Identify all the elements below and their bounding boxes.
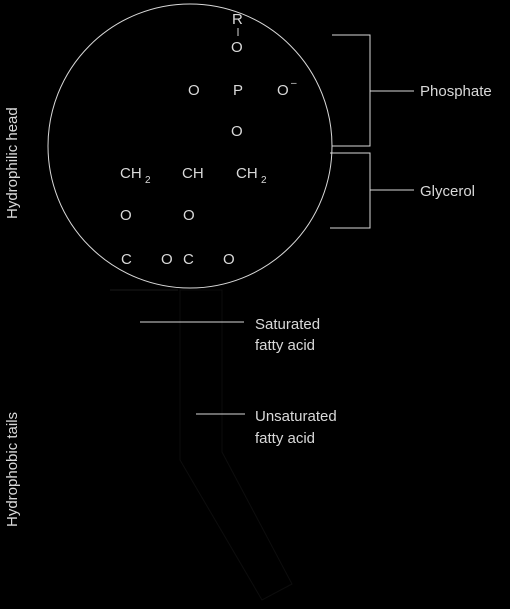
atom-o-left: O xyxy=(188,82,200,99)
atom-ch2-right-subscript: 2 xyxy=(261,175,267,186)
atom-o-below-p: O xyxy=(231,123,243,140)
atom-o-mid-ester: O xyxy=(183,207,195,224)
atom-ch2-left: CH xyxy=(120,165,142,182)
glycerol-label: Glycerol xyxy=(420,183,475,200)
hydrophilic-head-circle xyxy=(47,3,333,289)
atom-p: P xyxy=(233,82,243,99)
atom-ch2-right: CH xyxy=(236,165,258,182)
atom-o-top: O xyxy=(231,39,243,56)
atom-c-right: C xyxy=(183,251,194,268)
atom-o-minus: O xyxy=(277,82,289,99)
phosphate-label: Phosphate xyxy=(420,83,492,100)
atom-c-left: C xyxy=(121,251,132,268)
phosphate-bracket xyxy=(332,34,371,147)
saturated-fatty-acid-tail xyxy=(110,290,178,609)
atom-o-minus-charge: – xyxy=(291,78,297,89)
saturated-label-line2: fatty acid xyxy=(255,337,315,354)
atom-ch: CH xyxy=(182,165,204,182)
hydrophilic-head-label: Hydrophilic head xyxy=(4,107,21,219)
atom-o-left-ester: O xyxy=(120,207,132,224)
hydrophobic-tails-label: Hydrophobic tails xyxy=(4,412,21,527)
glycerol-bracket xyxy=(330,152,371,229)
unsaturated-label-line1: Unsaturated xyxy=(255,408,337,425)
atom-o-carbonyl-left: O xyxy=(161,251,173,268)
saturated-label-line1: Saturated xyxy=(255,316,320,333)
unsaturated-label-line2: fatty acid xyxy=(255,430,315,447)
atom-ch2-left-subscript: 2 xyxy=(145,175,151,186)
atom-r: R xyxy=(232,11,243,28)
atom-o-carbonyl-right: O xyxy=(223,251,235,268)
unsaturated-fatty-acid-tail xyxy=(179,289,293,601)
